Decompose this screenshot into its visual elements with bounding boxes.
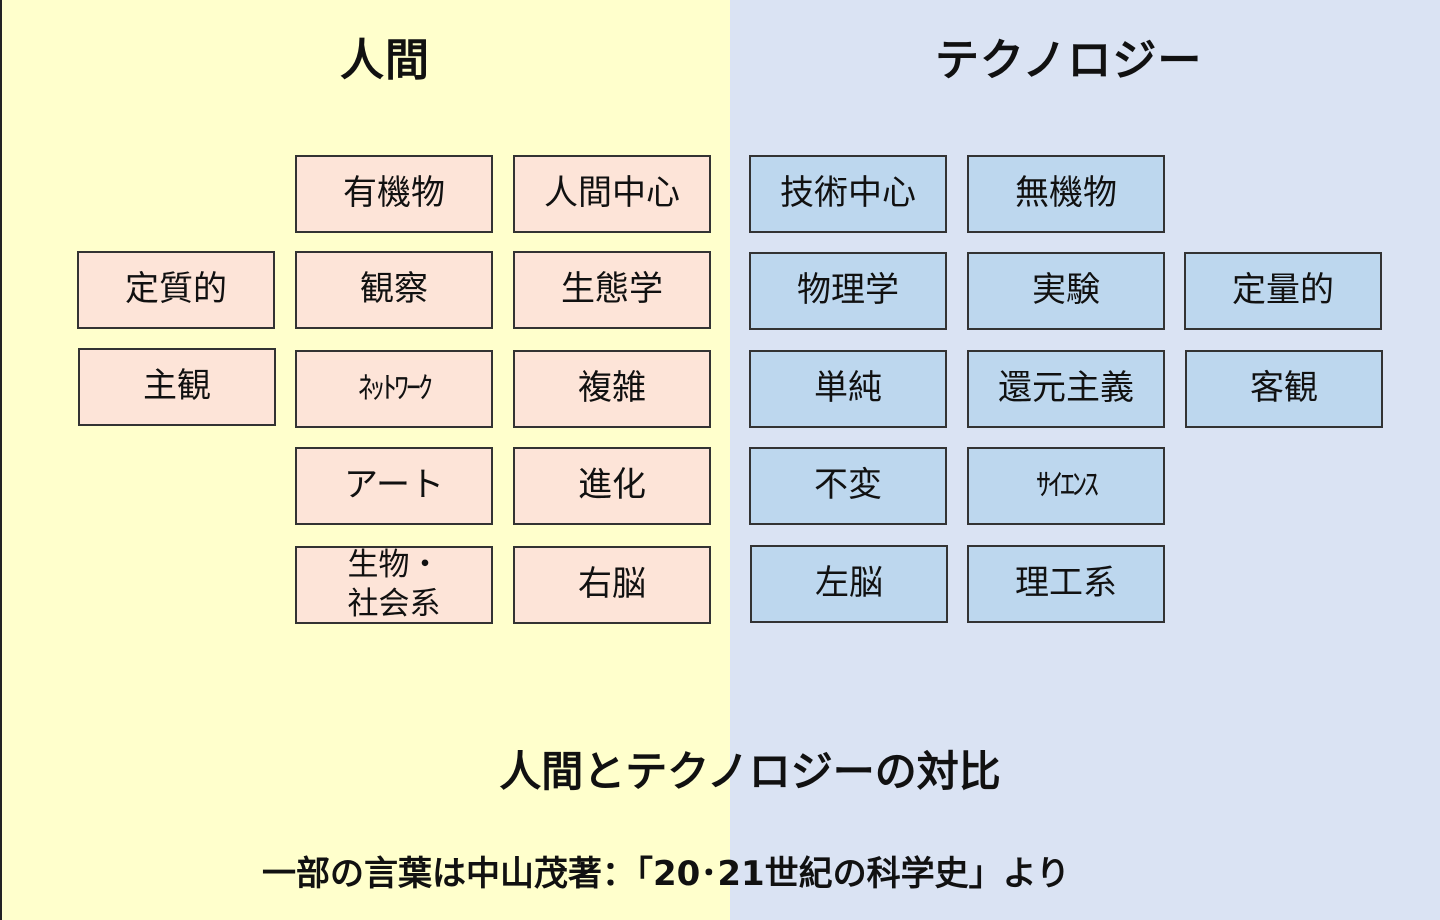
term-box-organic: 有機物 [295, 155, 493, 233]
term-box-bio-social: 生物・ 社会系 [295, 546, 493, 624]
term-box-right-brain: 右脳 [513, 546, 711, 624]
term-box-invariant: 不変 [749, 447, 947, 525]
term-box-science: ｻｲｴﾝｽ [967, 447, 1165, 525]
term-bio-social-line1: 生物・ [347, 547, 441, 584]
technology-heading: テクノロジー [935, 35, 1203, 86]
term-bio-social-line2: 社会系 [347, 586, 441, 622]
term-box-qualitative: 定質的 [77, 251, 275, 329]
diagram-caption: 人間とテクノロジーの対比 [499, 747, 1001, 796]
term-box-network: ﾈｯﾄﾜｰｸ [295, 350, 493, 428]
term-box-physics: 物理学 [749, 252, 947, 330]
term-box-art: アート [295, 447, 493, 525]
term-box-tech-centered: 技術中心 [749, 155, 947, 233]
human-heading: 人間 [340, 35, 430, 86]
source-note: 一部の言葉は中山茂著：「20･21世紀の科学史」より [262, 854, 1070, 894]
term-box-inorganic: 無機物 [967, 155, 1165, 233]
term-box-experiment: 実験 [967, 252, 1165, 330]
term-box-ecology: 生態学 [513, 251, 711, 329]
term-box-simple: 単純 [749, 350, 947, 428]
term-box-subjective: 主観 [78, 348, 276, 426]
term-box-quantitative: 定量的 [1184, 252, 1382, 330]
term-box-evolution: 進化 [513, 447, 711, 525]
term-box-science-engineering: 理工系 [967, 545, 1165, 623]
term-box-observation: 観察 [295, 251, 493, 329]
term-box-reductionism: 還元主義 [967, 350, 1165, 428]
term-box-human-centered: 人間中心 [513, 155, 711, 233]
term-box-complex: 複雑 [513, 350, 711, 428]
term-box-left-brain: 左脳 [750, 545, 948, 623]
term-box-objective: 客観 [1185, 350, 1383, 428]
